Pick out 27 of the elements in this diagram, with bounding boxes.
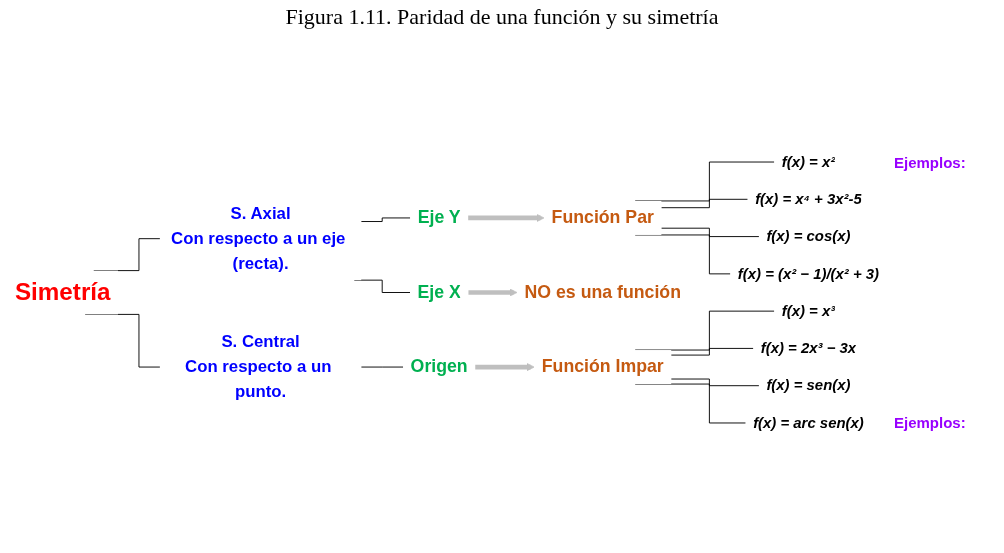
- node-text: f(x) = cos(x): [766, 228, 851, 245]
- connector: [634, 234, 731, 275]
- connector: [670, 347, 754, 356]
- node-text: f(x) = x³: [781, 302, 836, 319]
- node-text: f(x) = 2x³ − 3x: [760, 340, 857, 356]
- node-text: S. Axial Con respecto a un eje (recta).: [171, 203, 346, 273]
- arrow: [475, 362, 535, 372]
- node-text: f(x) = sen(x): [766, 377, 851, 394]
- connector: [660, 227, 760, 238]
- connector: [360, 217, 411, 222]
- arrow: [468, 213, 545, 223]
- connector: [660, 198, 749, 209]
- node-text: f(x) = (x² − 1)/(x² + 3): [737, 265, 880, 282]
- connector: [670, 378, 760, 387]
- node-text: Eje Y: [417, 207, 461, 228]
- node-text: Eje X: [417, 282, 461, 302]
- examples-heading: Ejemplos:: [894, 153, 967, 171]
- node-text: f(x) = x²: [781, 153, 836, 170]
- node-text: Origen: [410, 356, 468, 377]
- node-text: NO es una función: [524, 282, 681, 302]
- connector: [634, 310, 775, 351]
- node-text: S. Central Con respecto a un punto.: [185, 332, 332, 402]
- node-text: f(x) = x⁴ + 3x²-5: [755, 190, 862, 207]
- figure-title: Figura 1.11. Paridad de una función y su simetría: [285, 4, 719, 30]
- node-text: f(x) = arc sen(x): [753, 414, 864, 431]
- examples-heading: Ejemplos:: [894, 414, 967, 432]
- arrow: [468, 288, 518, 297]
